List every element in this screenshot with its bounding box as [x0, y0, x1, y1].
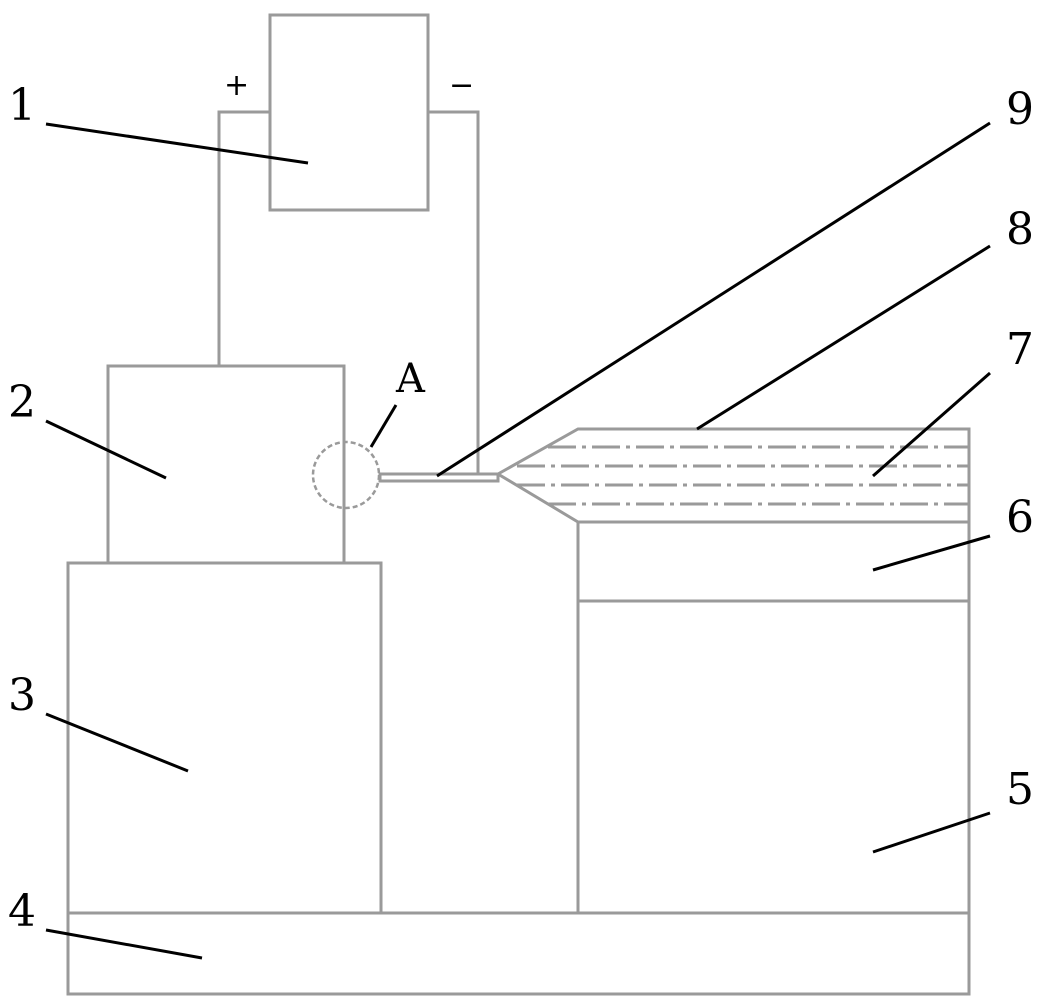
- leader-8: [696, 244, 991, 431]
- leader-5: [872, 811, 991, 854]
- leader-4: [45, 928, 203, 960]
- positive-wire: [217, 110, 270, 366]
- upper-block: [106, 364, 346, 565]
- right-lower-box: [576, 599, 971, 915]
- left-pedestal: [66, 561, 383, 915]
- leader-1: [45, 122, 309, 165]
- detail-circle-a: [311, 440, 381, 510]
- callout-5: 5: [1006, 764, 1034, 815]
- leader-2: [45, 419, 167, 480]
- leader-3: [45, 712, 189, 773]
- leader-a: [369, 404, 398, 448]
- leader-6: [872, 534, 991, 572]
- leader-9: [436, 121, 991, 478]
- negative-sign: −: [449, 68, 474, 103]
- callout-4: 4: [8, 886, 36, 937]
- callout-9: 9: [1006, 84, 1034, 135]
- base-plate: [66, 911, 971, 996]
- leader-7: [872, 371, 991, 478]
- callout-3: 3: [8, 670, 36, 721]
- power-supply: [268, 13, 430, 212]
- callout-1: 1: [8, 80, 36, 131]
- right-middle-layer: [576, 520, 971, 603]
- callout-6: 6: [1006, 492, 1034, 543]
- callout-7: 7: [1006, 324, 1034, 375]
- tapered-collector: [495, 427, 971, 524]
- callout-8: 8: [1006, 204, 1034, 255]
- callout-2: 2: [8, 377, 36, 428]
- positive-sign: +: [224, 68, 249, 103]
- negative-wire: [428, 110, 480, 474]
- detail-label-a: A: [395, 356, 426, 402]
